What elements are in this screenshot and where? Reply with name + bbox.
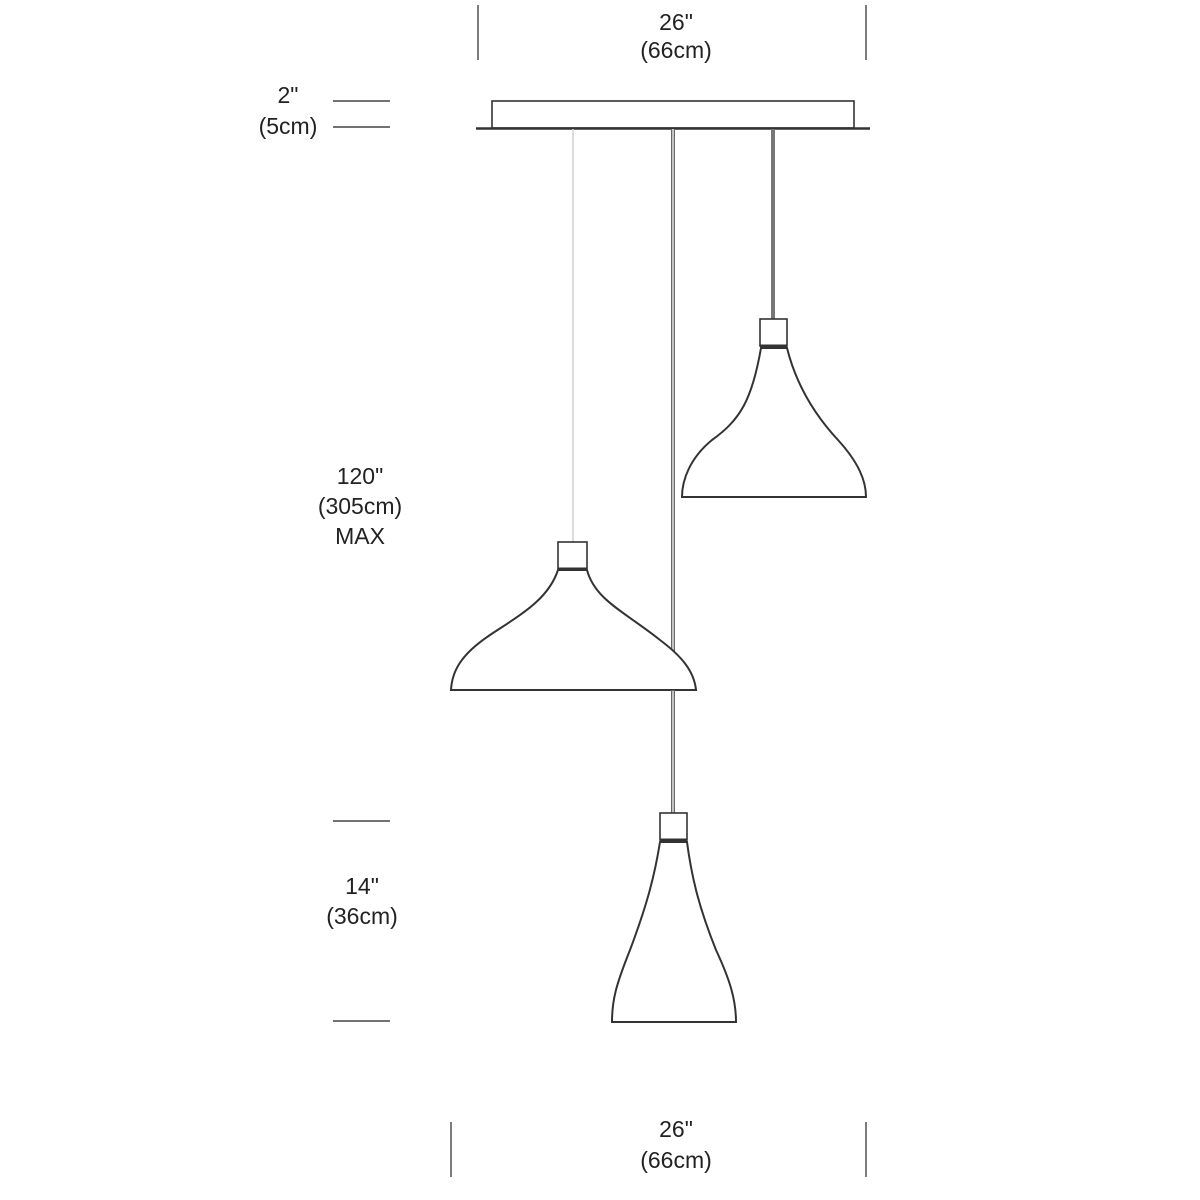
shade-left	[449, 569, 698, 691]
canopy-plate	[491, 100, 855, 129]
pendant-bottom	[610, 812, 738, 1023]
overall-height-metric: (305cm)	[318, 493, 402, 519]
shade-height-imperial: 14"	[345, 873, 379, 899]
canopy-height-metric: (5cm)	[259, 113, 318, 139]
shade-height-metric: (36cm)	[326, 903, 398, 929]
overall-height-imperial: 120"	[337, 463, 384, 489]
shade-height-dimension: 14" (36cm)	[326, 820, 398, 1022]
overall-width-metric: (66cm)	[640, 1147, 712, 1173]
overall-height-dimension: 120" (305cm) MAX	[318, 463, 402, 549]
canopy-height-dimension: 2" (5cm)	[259, 82, 390, 139]
canopy	[476, 100, 870, 130]
overall-height-note: MAX	[335, 523, 385, 549]
socket-cap	[759, 318, 788, 347]
shade-right	[680, 347, 868, 498]
pendant-left	[449, 541, 698, 691]
pendant-right	[680, 318, 868, 498]
socket-cap	[659, 812, 688, 841]
canopy-width-imperial: 26"	[659, 9, 693, 35]
top-width-dimension: 26" (66cm)	[477, 5, 867, 63]
overall-width-imperial: 26"	[659, 1116, 693, 1142]
overall-width-dimension: 26" (66cm)	[450, 1116, 867, 1177]
canopy-height-imperial: 2"	[278, 82, 299, 108]
shade-bottom	[610, 841, 738, 1023]
canopy-width-metric: (66cm)	[640, 37, 712, 63]
socket-cap	[557, 541, 588, 570]
